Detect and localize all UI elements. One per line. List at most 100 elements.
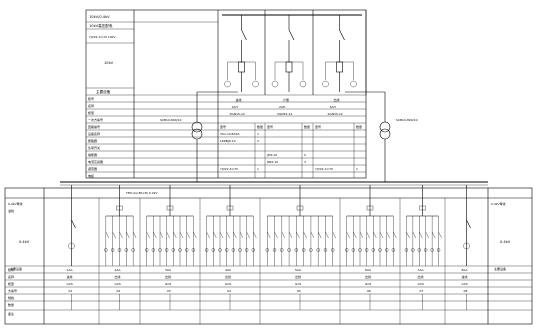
lv-switch-icon: [325, 231, 329, 239]
lv-cabinet-type: GCS: [462, 282, 468, 286]
hv-param-label: 熔断器: [88, 152, 97, 157]
hv-param-label: 柜型: [88, 110, 94, 115]
lv-ct-icon: [144, 248, 149, 252]
hv-arrester-icon: [271, 80, 279, 88]
lv-switch-icon: [226, 231, 230, 239]
hv-param-label: 电缆: [88, 173, 94, 178]
hv-table-cell: 1: [257, 167, 259, 171]
lv-switch-icon: [166, 231, 170, 239]
lv-switch-icon: [246, 231, 250, 239]
lv-bus-label: TMY-4×(80×8) 0.4kV: [125, 191, 158, 195]
lv-row-label: 备注: [8, 311, 14, 316]
lv-cabinet-name: 进线: [462, 274, 468, 279]
hv-param-label: 电流互感器: [88, 159, 103, 164]
lv-left-mid-label: 0.4kV: [19, 240, 30, 244]
hv-param-label: 柜号: [88, 96, 94, 101]
lv-switch-icon: [346, 231, 350, 239]
lv-ct-icon: [191, 248, 196, 252]
lv-switch-icon: [281, 231, 285, 239]
hv-panel: 10kV/0.4kV 10kV高压配电 YJV22-3×70 10kV 10kV…: [85, 9, 367, 179]
hv-title-row-0: 10kV/0.4kV: [89, 15, 110, 19]
hv-table-cell: 1: [356, 167, 358, 171]
hv-param-label: 设备名称: [88, 131, 100, 136]
lv-ct-icon: [110, 248, 115, 252]
hv-param-label: 避雷器: [88, 166, 97, 171]
hv-table-header: 型号: [220, 124, 226, 129]
lv-switch-icon: [173, 231, 177, 239]
lv-row-label: 数量: [8, 302, 14, 307]
transformer-right: SCB10-800/10: [345, 91, 418, 146]
lv-right-bottom-label: 主要设备: [494, 266, 506, 271]
lv-ct-icon: [280, 248, 284, 252]
lv-ct-icon: [124, 248, 129, 252]
hv-ct-icon: [252, 80, 259, 88]
lv-switch-icon: [233, 231, 237, 239]
lv-switch-icon: [431, 231, 436, 239]
lv-switch-icon: [105, 231, 109, 239]
lv-switch-icon: [126, 231, 130, 239]
lv-cabinet-name: 出线: [165, 274, 171, 279]
lv-switch-icon: [318, 231, 322, 239]
lv-cabinet-no: 4AA: [225, 268, 232, 272]
lv-ct-icon: [287, 248, 291, 252]
lv-cabinet-scheme: 05: [297, 289, 301, 293]
hv-column-title: 进线: [236, 97, 242, 102]
lv-cabinet-type: GCS: [225, 282, 231, 286]
hv-mid-label: 10kV: [104, 61, 114, 65]
lv-cabinet-type: GCS: [365, 282, 371, 286]
lv-ct-icon: [158, 248, 162, 252]
lv-switch-icon: [438, 231, 442, 239]
lv-cabinet-name: 出线: [295, 274, 301, 279]
hv-column-title: 出线: [334, 97, 340, 102]
lv-cabinet-scheme: 04: [227, 289, 231, 293]
lv-right-mid-label: 0.4kV: [500, 240, 511, 244]
lv-cabinet-type: GCS: [115, 282, 121, 286]
lv-ct-icon: [417, 248, 421, 252]
hv-table-cell: JDZ-10: [266, 153, 277, 157]
hv-column-code: 3AH: [330, 105, 336, 109]
lv-ct-icon: [244, 248, 249, 252]
lv-table: 柜号名称柜型方案号规格数量备注1AA进线GCS012AA出线GCS023AA出线…: [5, 265, 532, 316]
lv-row-label: 方案号: [8, 288, 17, 293]
lv-ct-icon: [265, 248, 269, 252]
lv-ct-icon: [184, 248, 189, 252]
lv-cabinet-name: 出线: [225, 274, 231, 279]
lv-switch-icon: [179, 231, 184, 239]
lv-switch-icon: [359, 231, 364, 239]
hv-fuse-icon: [238, 61, 245, 73]
hv-table-header: 数量: [304, 124, 310, 129]
lv-breaker-icon: [366, 205, 374, 211]
lv-cabinet-no: 2AA: [115, 268, 122, 272]
lv-cabinet-no: 8AA: [462, 268, 469, 272]
hv-table-cell: 1: [257, 132, 259, 136]
lv-cabinet-name: 出线: [418, 274, 424, 279]
lv-switch-icon: [206, 231, 210, 239]
lv-switch-icon: [112, 231, 116, 239]
lv-cabinet-no: 7AA: [418, 268, 425, 272]
lv-row-label: 规格: [8, 295, 14, 300]
lv-switch-icon: [366, 231, 370, 239]
lv-switch-icon: [379, 231, 384, 239]
lv-ct-icon: [178, 248, 182, 252]
hv-column-code: 2AH: [279, 105, 285, 109]
lv-ct-icon: [171, 248, 176, 252]
lv-ct-icon: [117, 248, 122, 252]
lv-ct-icon: [316, 248, 320, 252]
lv-panel: TMY-4×(80×8) 0.4kV 0.4kV母线 进线 0.4kV 主要设备…: [4, 181, 533, 325]
lv-ct-icon: [211, 248, 216, 252]
lv-switch-icon: [153, 231, 157, 239]
hv-column-type: XGN15-12: [277, 112, 292, 116]
hv-ct-icon: [350, 80, 357, 88]
lv-cabinet-type: GCS: [418, 282, 424, 286]
lv-ct-icon: [309, 248, 313, 252]
lv-ct-icon: [301, 248, 306, 252]
lv-switch-icon: [425, 231, 429, 239]
lv-ct-icon: [204, 248, 209, 252]
lv-cabinet-scheme: 01: [69, 289, 73, 293]
lv-switch-icon: [133, 231, 137, 239]
lv-switch-icon: [288, 231, 293, 239]
hv-switch-icon: [241, 29, 247, 41]
lv-left-bottom-label: 主要设备: [10, 266, 22, 271]
lv-ct-icon: [272, 248, 277, 252]
